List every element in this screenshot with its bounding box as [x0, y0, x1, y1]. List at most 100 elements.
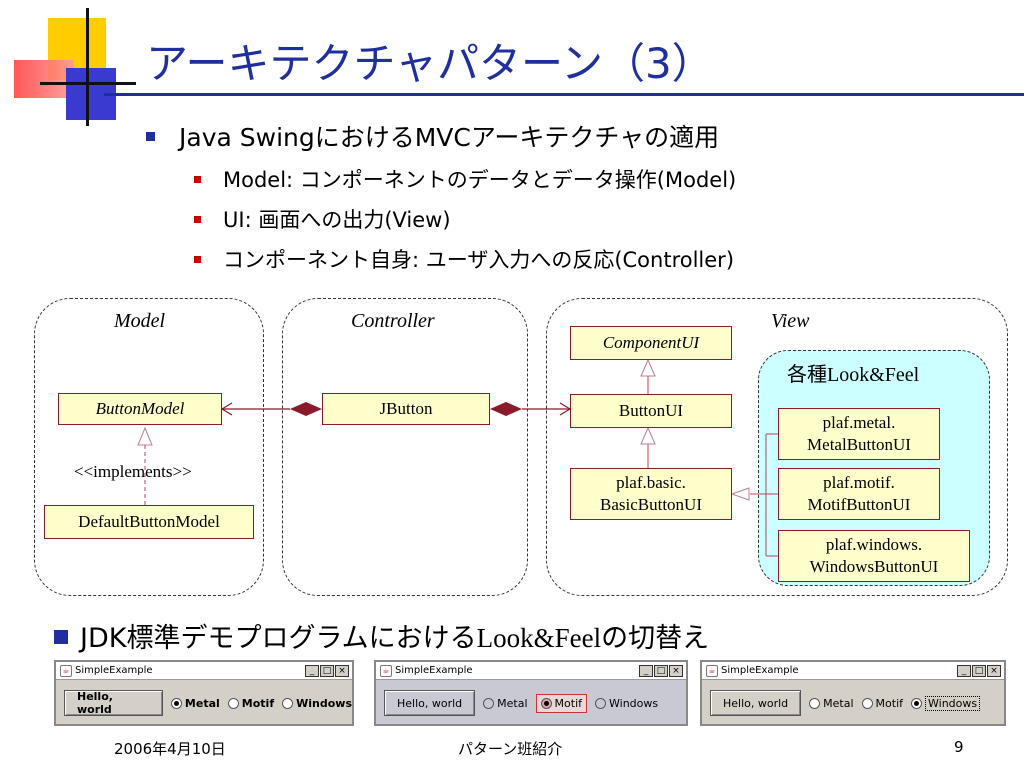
logo-red-square [14, 60, 74, 98]
radio-checked-icon [540, 697, 552, 709]
radio-unchecked-icon [809, 697, 821, 709]
radio-unchecked-icon [483, 697, 495, 709]
hello-world-button[interactable]: Hello, world [64, 690, 163, 716]
logo-vertical-line [86, 8, 89, 126]
page-number: 9 [954, 738, 964, 756]
footer-title: パターン班紹介 [458, 740, 563, 758]
button-model-text: ButtonModel [95, 399, 185, 418]
title-rule [104, 93, 1024, 96]
window-title: SimpleExample [721, 665, 799, 676]
windows-button-ui-line1: plaf.windows. [825, 535, 923, 554]
component-ui-box: ComponentUI [570, 326, 732, 360]
radio-label: Windows [609, 696, 659, 710]
windows-window: ☕ SimpleExample _□× Hello, world Metal M… [700, 660, 1006, 726]
metal-window: ☕ SimpleExample _□× Hello, world Metal M… [54, 660, 354, 726]
minimize-icon[interactable]: _ [639, 664, 653, 677]
radio-label: Motif [554, 696, 583, 710]
minimize-icon[interactable]: _ [305, 664, 319, 677]
window-title: SimpleExample [75, 665, 153, 676]
window-titlebar: ☕ SimpleExample _□× [702, 662, 1004, 680]
controller-label: Controller [351, 310, 435, 332]
basic-button-ui-line1: plaf.basic. [616, 473, 686, 492]
sub-bullet-text: コンポーネント自身: ユーザ入力への反応(Controller) [223, 248, 735, 272]
java-cup-icon: ☕ [706, 664, 718, 677]
radio-metal[interactable]: Metal [483, 696, 528, 710]
maximize-icon[interactable]: □ [654, 664, 668, 677]
look-and-feel-label: 各種Look&Feel [787, 364, 920, 386]
radio-motif[interactable]: Motif [227, 696, 275, 710]
motif-button-ui-line1: plaf.motif. [823, 473, 895, 492]
radio-checked-icon [911, 697, 923, 709]
view-group [546, 298, 1008, 596]
jdk-suffix: の切替え [601, 623, 710, 654]
radio-label: Motif [875, 696, 904, 710]
close-icon[interactable]: × [335, 664, 349, 677]
jbutton-box: JButton [322, 393, 490, 425]
java-cup-icon: ☕ [60, 664, 72, 677]
logo-horizontal-line [40, 82, 136, 85]
bullet-square-icon [194, 215, 201, 223]
bullet-square-icon [146, 131, 155, 141]
radio-motif[interactable]: Motif [861, 696, 904, 710]
hello-world-button[interactable]: Hello, world [710, 690, 802, 716]
model-label: Model [114, 310, 166, 332]
window-title: SimpleExample [395, 665, 473, 676]
radio-label: Motif [241, 696, 275, 710]
bullet-square-icon [54, 629, 68, 644]
bullet-square-icon [194, 255, 201, 263]
metal-button-ui-line2: MetalButtonUI [807, 435, 911, 454]
radio-metal[interactable]: Metal [170, 696, 220, 710]
window-titlebar: ☕ SimpleExample _□× [56, 662, 352, 680]
radio-windows[interactable]: Windows [282, 697, 352, 710]
sub-bullet: コンポーネント自身: ユーザ入力への反応(Controller) [194, 244, 734, 274]
jbutton-text: JButton [379, 399, 433, 418]
radio-label: Metal [823, 696, 854, 710]
bullet-square-icon [194, 175, 201, 183]
sub-bullet-text: UI: 画面への出力(View) [223, 208, 451, 232]
java-cup-icon: ☕ [380, 664, 392, 677]
radio-metal[interactable]: Metal [809, 696, 854, 710]
windows-button-ui-line2: WindowsButtonUI [809, 557, 939, 576]
model-group [34, 298, 264, 596]
view-label: View [771, 310, 810, 332]
metal-button-ui-line1: plaf.metal. [822, 413, 896, 432]
default-button-model-box: DefaultButtonModel [44, 505, 254, 539]
radio-label: Metal [184, 696, 220, 710]
maximize-icon[interactable]: □ [972, 664, 986, 677]
radio-label: Windows [296, 696, 352, 710]
close-icon[interactable]: × [669, 664, 683, 677]
maximize-icon[interactable]: □ [320, 664, 334, 677]
motif-button-ui-box: plaf.motif. MotifButtonUI [778, 468, 940, 520]
button-ui-box: ButtonUI [570, 394, 732, 428]
component-ui-text: ComponentUI [602, 333, 700, 352]
footer-date: 2006年4月10日 [114, 740, 226, 758]
hello-world-button[interactable]: Hello, world [384, 690, 476, 716]
sub-bullet: Model: コンポーネントのデータとデータ操作(Model) [194, 164, 736, 194]
close-icon[interactable]: × [987, 664, 1001, 677]
radio-windows[interactable]: Windows [911, 695, 981, 711]
motif-button-ui-line2: MotifButtonUI [807, 495, 911, 514]
radio-windows[interactable]: Windows [595, 697, 658, 710]
windows-button-ui-box: plaf.windows. WindowsButtonUI [778, 530, 970, 582]
jdk-heading: JDK標準デモプログラムにおけるLook&Feelの切替え [54, 616, 709, 655]
radio-unchecked-icon [282, 697, 294, 709]
button-ui-text: ButtonUI [618, 401, 684, 420]
radio-label: Metal [497, 696, 528, 710]
controller-group [282, 298, 528, 596]
radio-motif[interactable]: Motif [535, 693, 588, 713]
metal-button-ui-box: plaf.metal. MetalButtonUI [778, 408, 940, 460]
sub-bullet-text: Model: コンポーネントのデータとデータ操作(Model) [223, 168, 737, 192]
jdk-lf: Look&Feel [476, 623, 602, 653]
radio-checked-icon [170, 697, 182, 709]
motif-window: ☕ SimpleExample _□× Hello, world Metal M… [374, 660, 688, 726]
radio-unchecked-icon [227, 697, 239, 709]
basic-button-ui-box: plaf.basic. BasicButtonUI [570, 468, 732, 520]
main-bullet-text: Java SwingにおけるMVCアーキテクチャの適用 [179, 123, 720, 152]
jdk-prefix: JDK標準デモプログラムにおける [80, 623, 477, 654]
window-titlebar: ☕ SimpleExample _□× [376, 662, 686, 680]
default-button-model-text: DefaultButtonModel [78, 512, 220, 531]
basic-button-ui-line2: BasicButtonUI [600, 495, 702, 514]
radio-unchecked-icon [861, 697, 873, 709]
minimize-icon[interactable]: _ [957, 664, 971, 677]
radio-label: Windows [925, 695, 981, 711]
